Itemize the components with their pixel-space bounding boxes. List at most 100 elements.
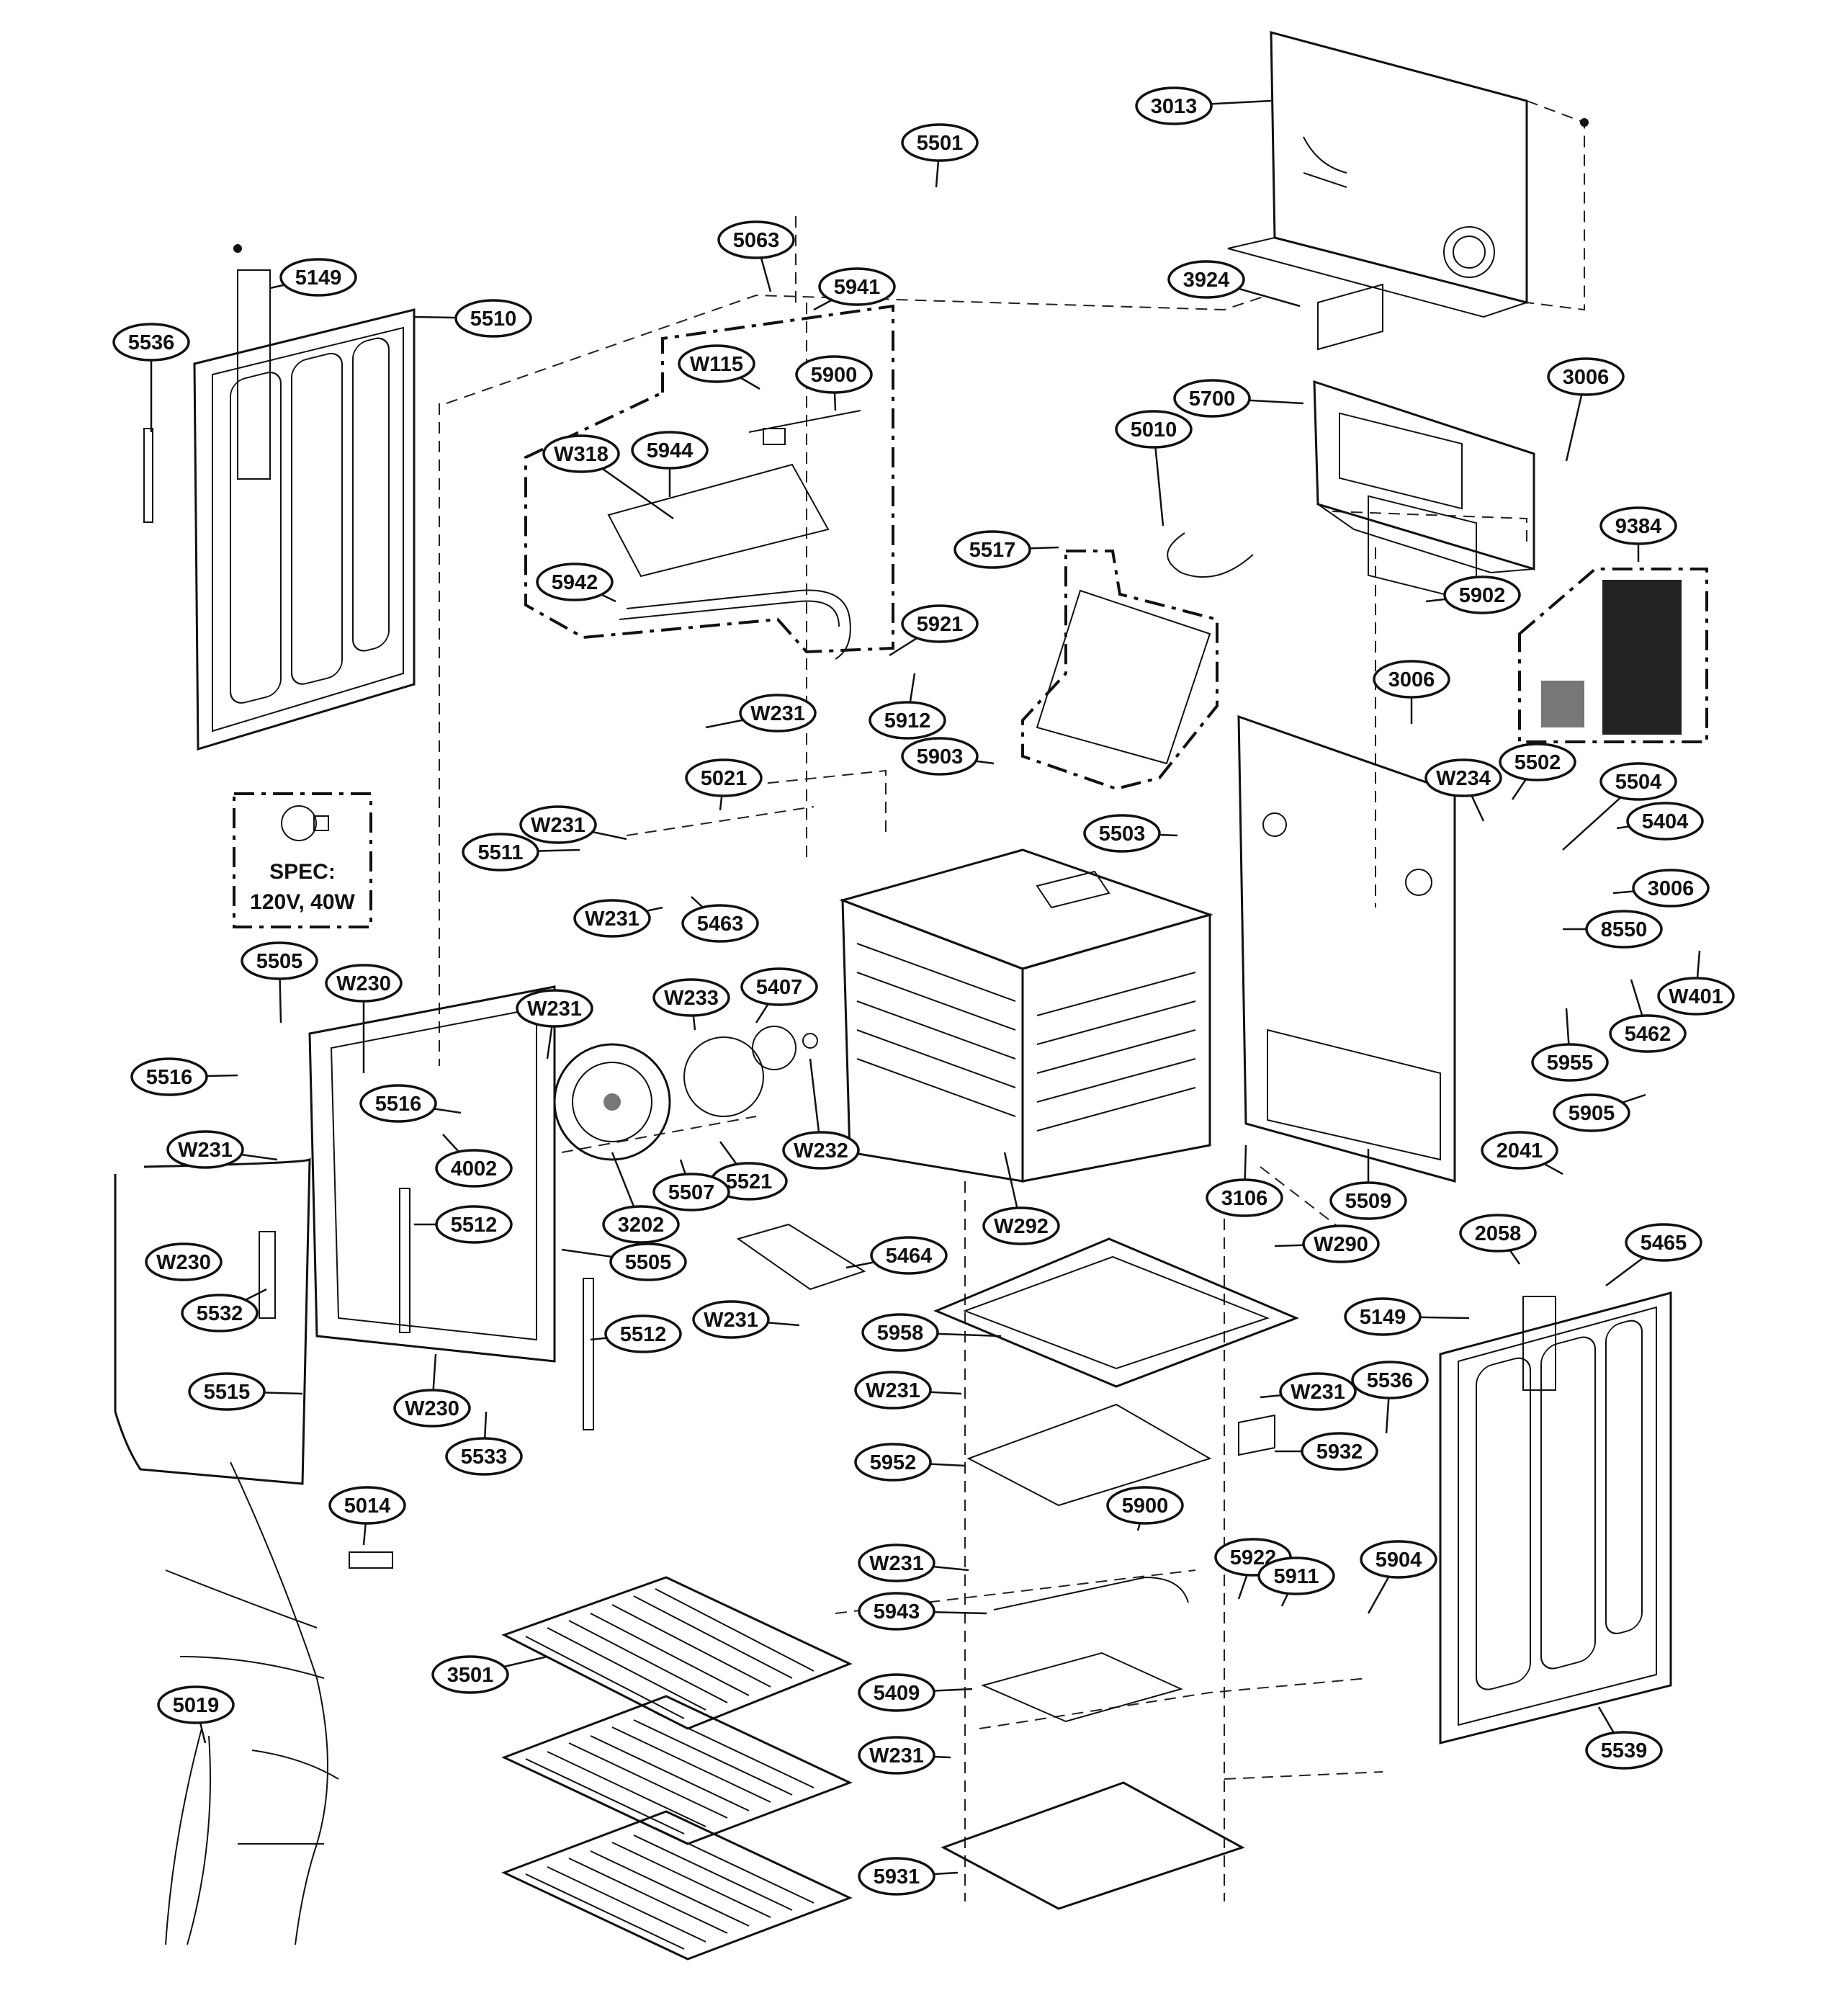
bake-element-assembly bbox=[941, 1403, 1275, 1910]
callout-c55: 5509 bbox=[1329, 1181, 1407, 1220]
callout-label: 5464 bbox=[886, 1245, 933, 1268]
callout-bubble bbox=[1206, 1178, 1283, 1217]
oven-cavity bbox=[839, 848, 1213, 1183]
callout-label: 3924 bbox=[1183, 269, 1230, 292]
callout-c34: 8550 bbox=[1585, 910, 1663, 949]
callout-bubble bbox=[858, 1544, 935, 1582]
callout-c38: W230 bbox=[325, 964, 403, 1003]
callout-bubble bbox=[854, 1443, 932, 1482]
callout-c28: 5504 bbox=[1599, 762, 1677, 801]
callout-c43: 5462 bbox=[1609, 1014, 1687, 1053]
callout-bubble bbox=[1115, 410, 1193, 449]
callout-label: W230 bbox=[156, 1251, 211, 1274]
callout-bubble bbox=[678, 344, 755, 383]
callout-c40: W233 bbox=[652, 978, 730, 1017]
callout-label: 9384 bbox=[1615, 515, 1662, 538]
callout-bubble bbox=[1481, 1131, 1558, 1170]
callout-c79: 5900 bbox=[1106, 1486, 1184, 1525]
callout-c06: 5510 bbox=[454, 299, 532, 338]
callout-bubble bbox=[858, 1592, 935, 1631]
callout-c54: 3106 bbox=[1206, 1178, 1283, 1217]
callout-c07: 5536 bbox=[112, 323, 190, 362]
upper-air-duct bbox=[1021, 550, 1219, 791]
callout-bubble bbox=[652, 1173, 730, 1211]
callout-bubble bbox=[188, 1372, 266, 1411]
callout-c53: 5507 bbox=[652, 1173, 730, 1211]
callout-label: 5462 bbox=[1625, 1023, 1671, 1046]
callout-bubble bbox=[1531, 1043, 1609, 1082]
callout-label: 5505 bbox=[625, 1251, 672, 1274]
callout-c71: W230 bbox=[393, 1389, 471, 1428]
callout-label: 5921 bbox=[917, 613, 964, 636]
callout-label: 5509 bbox=[1345, 1190, 1392, 1213]
callout-label: 5912 bbox=[884, 709, 931, 733]
callout-c14: W318 bbox=[542, 434, 620, 473]
callout-c46: 5516 bbox=[359, 1084, 437, 1123]
callout-bubble bbox=[1585, 1731, 1663, 1770]
callout-label: 3202 bbox=[618, 1214, 665, 1237]
callout-c63: 5464 bbox=[870, 1236, 948, 1275]
callout-bubble bbox=[901, 737, 979, 776]
left-side-panel bbox=[143, 244, 416, 751]
callout-label: W231 bbox=[527, 998, 582, 1021]
callout-label: 3013 bbox=[1151, 95, 1198, 118]
convection-fan bbox=[553, 1026, 818, 1161]
callout-c58: 5512 bbox=[435, 1205, 513, 1244]
callout-bubble bbox=[858, 1673, 935, 1712]
callout-bubble bbox=[901, 123, 979, 162]
callout-bubble bbox=[1302, 1224, 1380, 1263]
callout-bubble bbox=[1106, 1486, 1184, 1525]
callout-c29: 5404 bbox=[1626, 802, 1704, 841]
spec-line-1: SPEC: bbox=[269, 860, 336, 884]
callout-label: W231 bbox=[704, 1309, 758, 1332]
callout-label: W234 bbox=[1436, 767, 1491, 790]
callout-c15: 5944 bbox=[631, 431, 709, 470]
callout-bubble bbox=[609, 1242, 687, 1281]
callout-c82: 5904 bbox=[1360, 1540, 1437, 1579]
callout-label: 5149 bbox=[295, 266, 342, 290]
callout-label: W231 bbox=[585, 908, 640, 931]
callout-bubble bbox=[982, 1206, 1060, 1245]
callout-c05: 5149 bbox=[279, 258, 357, 297]
callout-label: 5404 bbox=[1642, 810, 1689, 833]
callout-c70: 5515 bbox=[188, 1372, 266, 1411]
callout-label: 5521 bbox=[726, 1170, 773, 1193]
callout-label: 3006 bbox=[1563, 366, 1610, 389]
callout-label: 5958 bbox=[877, 1322, 924, 1345]
callout-bubble bbox=[1167, 260, 1245, 299]
callout-c37: 5505 bbox=[241, 941, 318, 980]
oven-bottom-plate bbox=[736, 1223, 1300, 1388]
callout-label: 5532 bbox=[197, 1302, 243, 1325]
callout-c21: 5912 bbox=[869, 701, 946, 740]
callout-c13: 5010 bbox=[1115, 410, 1193, 449]
callout-bubble bbox=[1632, 869, 1710, 908]
callout-c86: 5019 bbox=[157, 1685, 235, 1724]
lamp-spec-box bbox=[233, 792, 372, 928]
callout-label: 5533 bbox=[461, 1446, 508, 1469]
callout-c87: 5409 bbox=[858, 1673, 935, 1712]
callout-c90: 5931 bbox=[858, 1857, 935, 1896]
callout-bubble bbox=[1599, 762, 1677, 801]
callout-c47: W232 bbox=[782, 1131, 860, 1170]
callout-label: 5952 bbox=[870, 1451, 917, 1474]
callout-label: W233 bbox=[664, 987, 719, 1010]
callout-c22: W231 bbox=[739, 694, 817, 733]
callout-bubble bbox=[157, 1685, 235, 1724]
callout-label: 3501 bbox=[447, 1664, 494, 1687]
callout-c49: 4002 bbox=[435, 1149, 513, 1188]
callout-label: 5905 bbox=[1569, 1102, 1615, 1125]
callout-bubble bbox=[130, 1057, 208, 1096]
callout-c32: 5511 bbox=[462, 833, 539, 872]
callout-c59: 5505 bbox=[609, 1242, 687, 1281]
callout-label: W231 bbox=[869, 1744, 924, 1768]
callout-bubble bbox=[359, 1084, 437, 1123]
callout-label: 4002 bbox=[451, 1157, 498, 1181]
callout-c17: 9384 bbox=[1599, 506, 1677, 545]
callout-label: 5407 bbox=[756, 976, 803, 999]
callout-c09: 5900 bbox=[795, 355, 873, 394]
callout-bubble bbox=[869, 701, 946, 740]
callout-label: W292 bbox=[994, 1215, 1049, 1238]
callout-c52: 5521 bbox=[710, 1162, 788, 1201]
callout-bubble bbox=[795, 355, 873, 394]
